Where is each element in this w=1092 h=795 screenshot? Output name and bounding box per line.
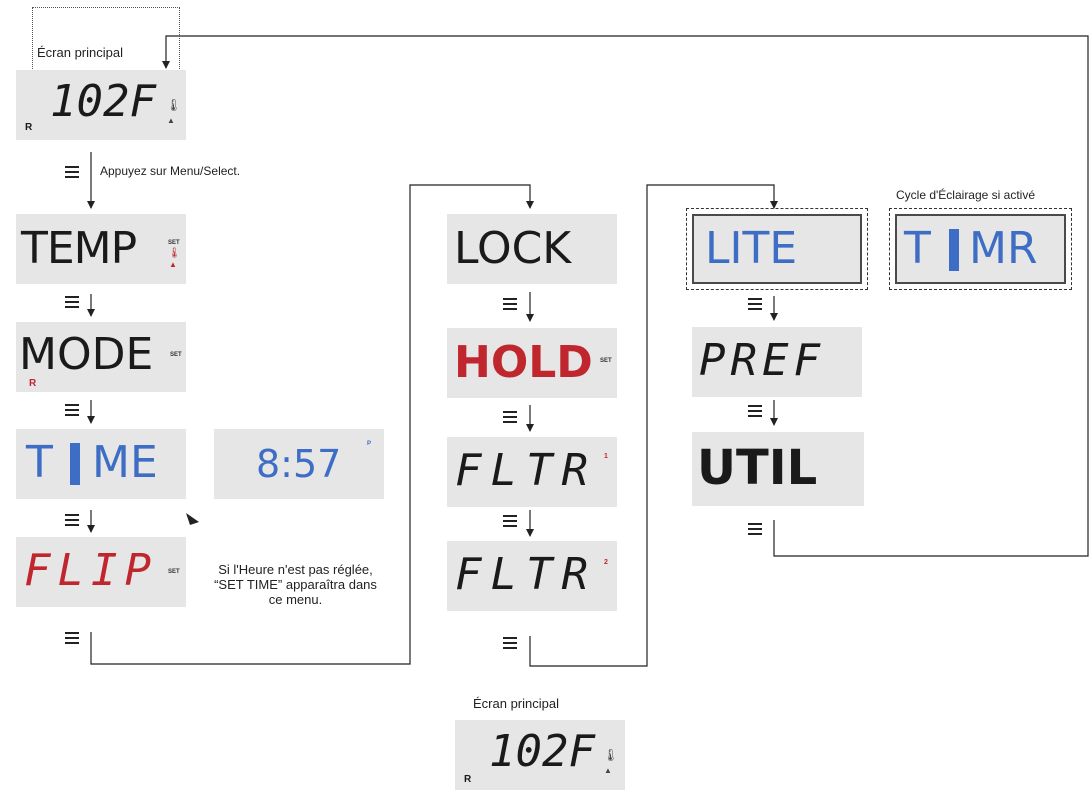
screen-util: UTIL xyxy=(692,432,864,506)
main-screen-display-bottom: 102F R 🌡︎▲ xyxy=(455,720,625,790)
thermometer-up-icon-red: 🌡︎▲ xyxy=(168,248,181,269)
menu-button-icon-7 xyxy=(503,411,517,423)
main-screen-label-bottom: Écran principal xyxy=(473,696,559,711)
screen-time: T ME xyxy=(16,429,186,499)
screen-lock: LOCK xyxy=(447,214,617,284)
screen-timer: T MR xyxy=(895,214,1066,284)
time-note-line-1: Si l'Heure n'est pas réglée, xyxy=(218,562,373,577)
main-screen-label-frame xyxy=(32,7,180,73)
screen-filter-1: FLTR 1 xyxy=(447,437,617,507)
menu-button-icon-10 xyxy=(748,298,762,310)
main-screen-display: 102F R 🌡︎▲ xyxy=(16,70,186,140)
fltr2-text: FLTR xyxy=(455,549,597,600)
menu-button-icon-5 xyxy=(65,632,79,644)
lite-text: LITE xyxy=(705,223,798,274)
time-text-me: ME xyxy=(92,437,158,488)
filter-1-indicator: 1 xyxy=(604,453,608,460)
fltr1-text: FLTR xyxy=(455,445,597,496)
screen-pref: PREF xyxy=(692,327,862,397)
set-indicator-temp: SET xyxy=(168,240,180,246)
set-indicator-mode: SET xyxy=(170,352,182,358)
mode-text: MODE xyxy=(19,329,154,380)
lite-highlight-frame xyxy=(686,208,868,290)
lock-text: LOCK xyxy=(454,223,572,274)
screen-filter-2: FLTR 2 xyxy=(447,541,617,611)
pm-indicator: P xyxy=(367,441,372,447)
timr-text-t: T xyxy=(904,223,931,274)
menu-button-icon-1 xyxy=(65,166,79,178)
screen-lite: LITE xyxy=(692,214,862,284)
time-note-line-2: “SET TIME” apparaîtra dans xyxy=(214,577,377,592)
screen-hold: HOLD SET xyxy=(447,328,617,398)
screen-temp: TEMP SET 🌡︎▲ xyxy=(16,214,186,284)
timr-highlight-frame xyxy=(889,208,1072,290)
thermometer-up-icon-bottom: 🌡︎▲ xyxy=(603,748,619,775)
time-text-t: T xyxy=(26,437,53,488)
menu-button-icon-2 xyxy=(65,296,79,308)
time-text-i-segment xyxy=(70,443,80,485)
filter-2-indicator: 2 xyxy=(604,559,608,566)
screen-mode: MODE SET R xyxy=(16,322,186,392)
temperature-readout-bottom: 102F xyxy=(489,726,595,777)
main-screen-label: Écran principal xyxy=(37,45,123,60)
temperature-readout: 102F xyxy=(50,76,156,127)
menu-button-icon-11 xyxy=(748,405,762,417)
time-note-pointer xyxy=(186,513,199,525)
menu-button-icon-4 xyxy=(65,514,79,526)
light-cycle-note: Cycle d'Éclairage si activé xyxy=(896,188,1036,202)
timr-text-i-segment xyxy=(949,229,959,271)
time-note-line-3: ce menu. xyxy=(268,592,323,607)
menu-button-icon-12 xyxy=(748,523,762,535)
screen-flip: FLIP SET xyxy=(16,537,186,607)
thermometer-up-icon: 🌡︎▲ xyxy=(166,98,182,125)
menu-button-icon-3 xyxy=(65,404,79,416)
ready-indicator: R xyxy=(25,122,33,133)
hold-text: HOLD xyxy=(454,337,593,388)
menu-button-icon-6 xyxy=(503,298,517,310)
screen-clock: 8:57 P xyxy=(214,429,384,499)
util-text: UTIL xyxy=(697,440,818,496)
menu-button-icon-8 xyxy=(503,515,517,527)
pref-text: PREF xyxy=(699,335,825,386)
ready-indicator-bottom: R xyxy=(464,774,472,785)
flip-text: FLIP xyxy=(24,545,158,596)
set-indicator-hold: SET xyxy=(600,358,612,364)
timr-text-mr: MR xyxy=(969,223,1038,274)
set-indicator-flip: SET xyxy=(168,569,180,575)
press-menu-instruction: Appuyez sur Menu/Select. xyxy=(100,164,241,178)
time-not-set-note: Si l'Heure n'est pas réglée, “SET TIME” … xyxy=(208,562,383,607)
menu-button-icon-9 xyxy=(503,637,517,649)
ready-indicator-mode: R xyxy=(29,378,37,389)
clock-text: 8:57 xyxy=(256,442,342,486)
temp-text: TEMP xyxy=(21,223,137,274)
